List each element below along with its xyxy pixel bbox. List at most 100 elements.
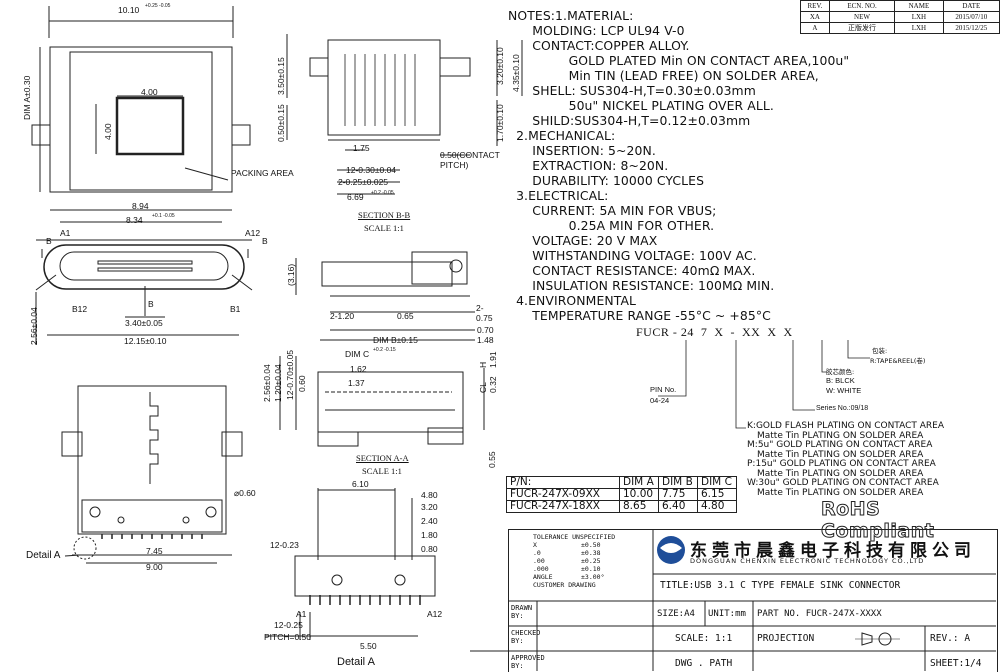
note-line: CURRENT: 5A MIN FOR VBUS; bbox=[508, 203, 717, 218]
pin-a1-label: A1 bbox=[60, 228, 71, 238]
title-block bbox=[508, 529, 998, 672]
detail-a-callout: Detail A bbox=[26, 550, 61, 561]
dim-table-header: DIM B bbox=[658, 476, 698, 489]
dim-350: 3.50±0.15 bbox=[276, 57, 286, 95]
side-view-body bbox=[321, 261, 453, 287]
rev-cell: 2015/07/10 bbox=[942, 11, 1000, 23]
packing-area-label: PACKING AREA bbox=[231, 168, 294, 178]
notes-block: NOTES:1.MATERIAL: MOLDING: LCP UL94 V-0 … bbox=[508, 8, 908, 323]
dim-669-tol: +0.2 -0.05 bbox=[371, 190, 394, 196]
detail-180: 1.80 bbox=[421, 530, 438, 540]
dim-2-025: 2-0.25±0.025 bbox=[338, 177, 389, 187]
dim-055: 0.55 bbox=[487, 451, 497, 468]
width-894-label: 8.94 bbox=[132, 201, 149, 211]
tolerance-title: TOLERANCE UNSPECIFIED bbox=[533, 533, 616, 541]
dim-table-cell: FUCR-247X-09XX bbox=[506, 488, 620, 501]
dim-148: 1.48 bbox=[477, 335, 494, 345]
pin-no-values: 04-24 bbox=[650, 396, 670, 405]
pin-b1-label: B1 bbox=[230, 304, 241, 314]
dim-top-width: 10.10 bbox=[118, 5, 140, 15]
company-name-cn: 东莞市晨鑫电子科技有限公司 bbox=[690, 541, 976, 561]
dim-top-width-tol: +0.25 -0.05 bbox=[145, 3, 171, 9]
dim-12-070: 12-0.70±0.05 bbox=[285, 349, 295, 400]
size-label: SIZE:A4 bbox=[657, 609, 695, 619]
dim-c-label: DIM C bbox=[345, 349, 370, 359]
note-line: INSULATION RESISTANCE: 100MΩ MIN. bbox=[508, 278, 775, 293]
note-line: SHILD:SUS304-H,T=0.12±0.03mm bbox=[508, 113, 751, 128]
ordering-code: FUCR - 24 7 X - XX X X bbox=[636, 325, 793, 339]
part-number: PART NO. FUCR-247X-XXXX bbox=[757, 609, 882, 619]
note-line: 2.MECHANICAL: bbox=[508, 128, 616, 143]
note-line: 4.ENVIRONMENTAL bbox=[508, 293, 637, 308]
dim-745: 7.45 bbox=[146, 546, 163, 556]
note-line: SHELL: SUS304-H,T=0.30±0.03mm bbox=[508, 83, 756, 98]
section-aa-title: SECTION A-A bbox=[356, 453, 409, 463]
pack-width-label: 4.00 bbox=[141, 87, 158, 97]
note-line: NOTES:1.MATERIAL: bbox=[508, 8, 634, 23]
dim-050: 0.50±0.15 bbox=[276, 104, 286, 142]
width-834-tol: +0.1 -0.05 bbox=[152, 213, 175, 219]
rev-cell: 2015/12/25 bbox=[942, 22, 1000, 34]
color-white: W: WHITE bbox=[826, 386, 862, 395]
tolerance-row: .000±0.10 bbox=[533, 565, 601, 573]
dim-table-cell: FUCR-247X-18XX bbox=[506, 500, 620, 513]
company-name-en: DONGGUAN CHENXIN ELECTRONIC TECHNOLOGY C… bbox=[690, 557, 925, 565]
height-256-label: 2.56±0.04 bbox=[29, 307, 39, 345]
dim-320: 3.20±0.10 bbox=[495, 47, 505, 85]
tolerance-row: X±0.50 bbox=[533, 541, 601, 549]
detail-a-body bbox=[294, 555, 436, 597]
detail-a1: A1 bbox=[296, 609, 307, 619]
section-b-mid: B bbox=[148, 299, 154, 309]
dim-170: 1.70±0.10 bbox=[495, 104, 505, 142]
dim-b-label: DIM B±0.15 bbox=[373, 335, 418, 345]
dim-c-tol: +0.2 -0.15 bbox=[373, 347, 396, 353]
detail-pitch: PITCH=0.50 bbox=[264, 632, 312, 642]
dim-12-030: 12-0.30±0.04 bbox=[346, 165, 397, 175]
dim-2-120: 2-1.20 bbox=[330, 311, 355, 321]
dim-a-label: DIM A±0.30 bbox=[22, 75, 32, 120]
detail-550: 5.50 bbox=[360, 641, 377, 651]
rohs-badge: RoHS Compliant bbox=[821, 498, 935, 543]
note-line: WITHSTANDING VOLTAGE: 100V AC. bbox=[508, 248, 757, 263]
dim-table-cell: 6.40 bbox=[658, 500, 698, 513]
dim-table-cell: 7.75 bbox=[658, 488, 698, 501]
note-line: Min TIN (LEAD FREE) ON SOLDER AREA, bbox=[508, 68, 819, 83]
dim-table-header: DIM A bbox=[619, 476, 659, 489]
note-line: 3.ELECTRICAL: bbox=[508, 188, 609, 203]
dim-065: 0.65 bbox=[397, 311, 414, 321]
note-line: MOLDING: LCP UL94 V-0 bbox=[508, 23, 685, 38]
revision-table: REV. ECN. NO. NAME DATE XA NEW LXH 2015/… bbox=[800, 0, 1000, 34]
contact-pitch-label: 0.50(CONTACT PITCH) bbox=[440, 150, 500, 170]
note-line: VOLTAGE: 20 V MAX bbox=[508, 233, 658, 248]
section-b-right: B bbox=[262, 236, 268, 246]
dim-669: 6.69 bbox=[347, 192, 364, 202]
detail-240: 2.40 bbox=[421, 516, 438, 526]
tolerance-block: TOLERANCE UNSPECIFIED X±0.50 .0±0.38 .00… bbox=[533, 533, 615, 589]
dim-table-cell: 8.65 bbox=[619, 500, 659, 513]
detail-a-title: Detail A bbox=[337, 656, 375, 668]
dimension-table: P/N: DIM A DIM B DIM C FUCR-247X-09XX 10… bbox=[506, 476, 737, 513]
tolerance-row: .0±0.38 bbox=[533, 549, 601, 557]
top-view-inner bbox=[69, 51, 213, 191]
dim-table-cell: 4.80 bbox=[697, 500, 737, 513]
section-b-left: B bbox=[46, 236, 52, 246]
section-bb-scale: SCALE 1:1 bbox=[364, 223, 404, 233]
section-aa-scale: SCALE 1:1 bbox=[362, 466, 402, 476]
dim-cl-032: CL 0.32 bbox=[478, 376, 498, 393]
dim-hole-060: ⌀0.60 bbox=[234, 488, 256, 498]
unit-label: UNIT:mm bbox=[708, 609, 746, 619]
front-view-shell bbox=[43, 244, 245, 290]
drawing-title: TITLE:USB 3.1 C TYPE FEMALE SINK CONNECT… bbox=[660, 580, 901, 591]
color-black: B: BLCK bbox=[826, 376, 855, 385]
dim-table-cell: 6.15 bbox=[697, 488, 737, 501]
note-line: DURABILITY: 10000 CYCLES bbox=[508, 173, 705, 188]
note-line: TEMPERATURE RANGE -55°C ~ +85°C bbox=[508, 308, 771, 323]
dim-table-header: DIM C bbox=[697, 476, 737, 489]
dim-h-191: H 1.91 bbox=[478, 351, 498, 368]
packing-area bbox=[115, 96, 185, 156]
